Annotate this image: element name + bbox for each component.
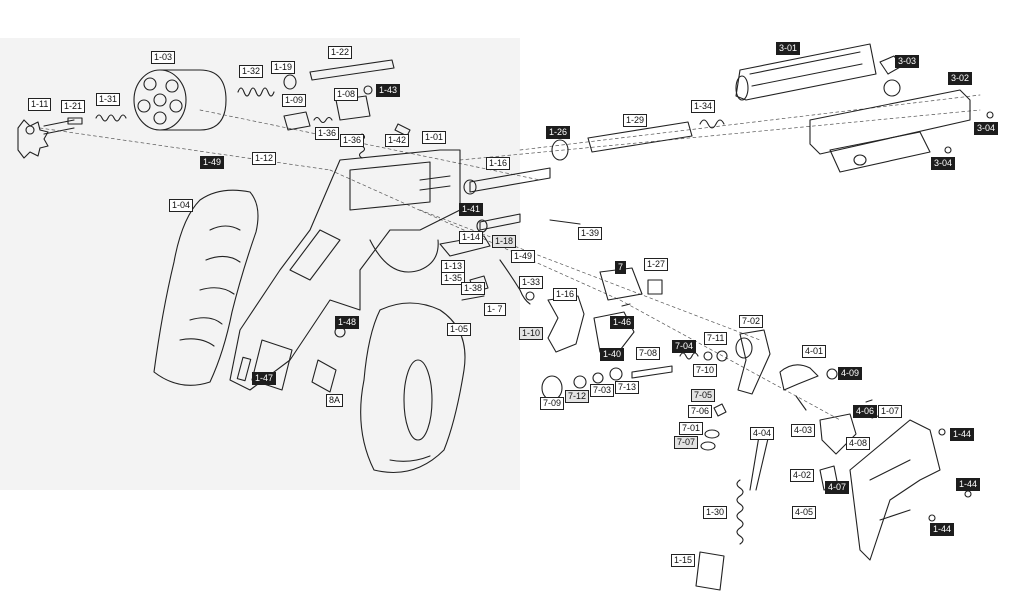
part-label: 4-02 — [790, 469, 815, 482]
part-label: 1-18 — [492, 235, 517, 248]
part-label: 1-44 — [930, 523, 955, 536]
part-label: 7-09 — [540, 397, 565, 410]
part-label: 1-31 — [96, 93, 121, 106]
trigger-hammer-group — [439, 235, 663, 359]
part-label: 1-44 — [950, 428, 975, 441]
part-label: 1-30 — [703, 506, 728, 519]
part-label: 1-07 — [878, 405, 903, 418]
part-label: 4-07 — [825, 481, 850, 494]
part-label: 1-03 — [151, 51, 176, 64]
part-label: 4-09 — [838, 367, 863, 380]
part-label: 1- 7 — [484, 303, 506, 316]
part-label: 8A — [326, 394, 344, 407]
part-label: 1-47 — [252, 372, 277, 385]
part-label: 1-32 — [239, 65, 264, 78]
part-label: 7-06 — [688, 405, 713, 418]
part-label: 1-44 — [956, 478, 981, 491]
part-label: 1-34 — [691, 100, 716, 113]
part-label: 1-33 — [519, 276, 544, 289]
part-label: 1-21 — [61, 100, 86, 113]
part-label: 1-11 — [28, 98, 52, 111]
part-label: 7-03 — [590, 384, 615, 397]
mainspring-parts — [236, 326, 346, 393]
part-label: 3-02 — [948, 72, 973, 85]
part-label: 4-03 — [791, 424, 816, 437]
part-label: 1-26 — [546, 126, 571, 139]
part-label: 3-04 — [974, 122, 999, 135]
part-label: 3-03 — [895, 55, 920, 68]
part-label: 7-07 — [674, 436, 699, 449]
part-label: 7-13 — [615, 381, 640, 394]
part-label: 7-01 — [679, 422, 704, 435]
part-label: 4-06 — [853, 405, 878, 418]
barrel-tube — [551, 119, 725, 161]
part-label: 7-10 — [693, 364, 718, 377]
barrel-shroud-lower — [809, 89, 994, 173]
part-label: 1-49 — [200, 156, 225, 169]
grip-right-panel — [153, 189, 259, 386]
part-label: 7 — [615, 261, 627, 274]
part-label: 1-15 — [671, 554, 696, 567]
part-label: 1-08 — [334, 88, 359, 101]
part-label: 1-49 — [511, 250, 536, 263]
part-label: 7-04 — [672, 340, 697, 353]
part-label: 4-08 — [846, 437, 871, 450]
part-label: 1-09 — [282, 94, 307, 107]
scan-background-panel — [0, 38, 520, 490]
barrel-shroud-upper — [735, 43, 903, 101]
part-label: 1-41 — [459, 203, 484, 216]
part-label: 1-16 — [553, 288, 578, 301]
part-label: 7-12 — [565, 390, 590, 403]
crane-spring-rod — [237, 59, 395, 97]
part-label: 1-46 — [610, 316, 635, 329]
part-label: 1-42 — [385, 134, 410, 147]
part-label: 7-08 — [636, 347, 661, 360]
part-label: 1-14 — [459, 231, 484, 244]
part-label: 1-39 — [578, 227, 603, 240]
hammer-cluster — [541, 329, 771, 451]
frame — [229, 149, 461, 391]
part-label: 1-04 — [169, 199, 194, 212]
part-label: 1-22 — [328, 46, 353, 59]
part-label: 1-43 — [376, 84, 401, 97]
grip-left-panel — [360, 302, 466, 474]
part-label: 1-12 — [252, 152, 277, 165]
part-label: 4-01 — [802, 345, 827, 358]
hammer-spring-block — [695, 479, 744, 591]
part-label: 1-10 — [519, 327, 544, 340]
part-label: 1-16 — [486, 157, 511, 170]
part-label: 7-05 — [691, 389, 716, 402]
part-label: 3-01 — [776, 42, 801, 55]
part-label: 1-01 — [422, 131, 447, 144]
part-label: 7-02 — [739, 315, 764, 328]
part-label: 1-40 — [600, 348, 625, 361]
pin-parts — [463, 167, 581, 233]
part-label: 1-36 — [340, 134, 365, 147]
part-label: 1-36 — [315, 127, 340, 140]
part-label: 1-35 — [441, 272, 466, 285]
part-label: 1-38 — [461, 282, 486, 295]
part-label: 4-05 — [792, 506, 817, 519]
part-label: 1-27 — [644, 258, 669, 271]
cylinder — [133, 69, 227, 131]
part-label: 1-48 — [335, 316, 360, 329]
part-label: 1-29 — [623, 114, 648, 127]
part-label: 4-04 — [750, 427, 775, 440]
ejector-assembly — [17, 114, 127, 159]
part-label: 1-19 — [271, 61, 296, 74]
part-label: 3-04 — [931, 157, 956, 170]
part-label: 7-11 — [704, 332, 728, 345]
part-label: 1-05 — [447, 323, 472, 336]
